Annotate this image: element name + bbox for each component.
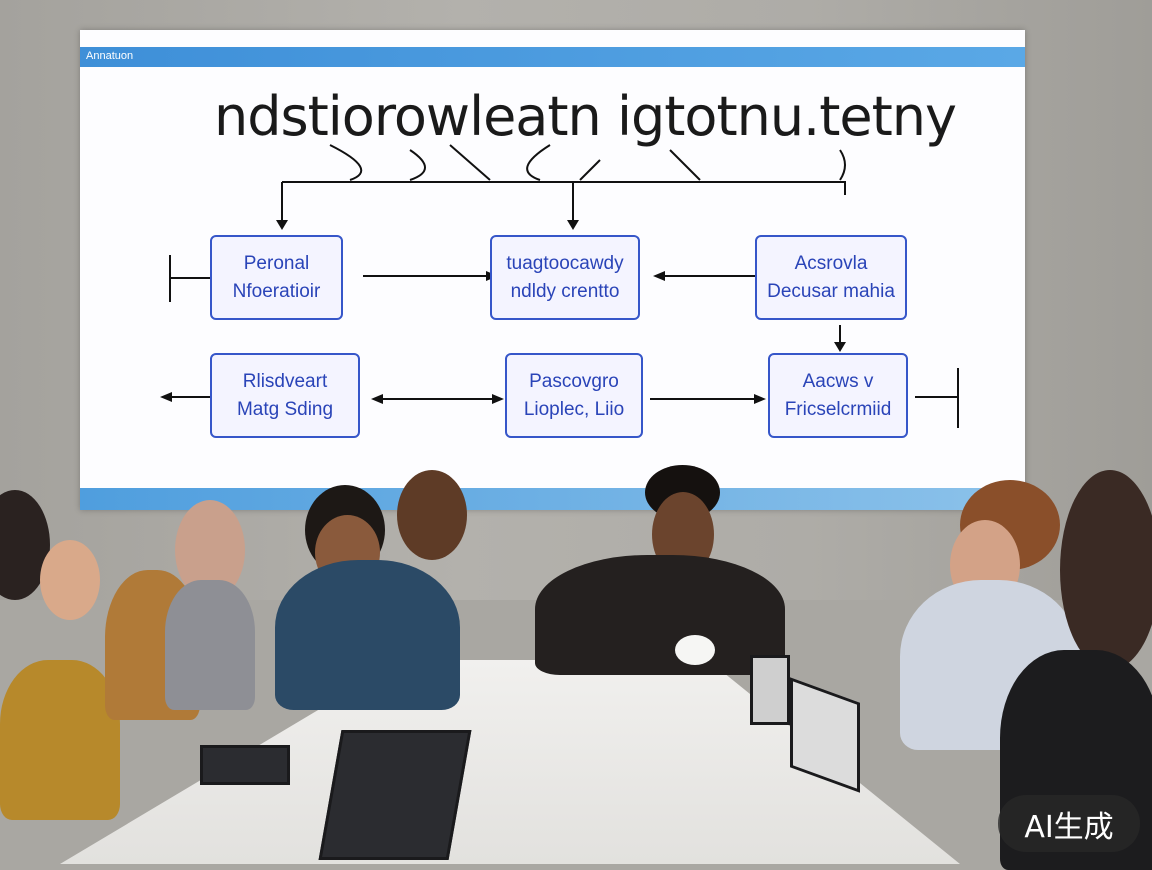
box-line: ndldy crentto	[510, 280, 620, 302]
diagram-connectors	[160, 144, 959, 428]
person-center-black-shirt	[535, 555, 785, 675]
box-line: Lioplec, Liio	[523, 398, 625, 420]
person-blue-sweater	[275, 560, 460, 710]
ai-generated-watermark: AI生成	[998, 795, 1140, 852]
diagram-box-6: Aacws v Fricselcrmiid	[768, 353, 908, 438]
laptop	[318, 730, 472, 860]
box-line: Matg Sding	[236, 398, 334, 420]
diagram-box-2: tuagtoocawdy ndldy crentto	[490, 235, 640, 320]
slide-header-label: Annatuon	[86, 50, 134, 62]
slide-header-bar: Annatuon	[80, 47, 1025, 67]
box-line: Acsrovla	[794, 252, 868, 274]
box-line: Aacws v	[802, 370, 874, 392]
box-line: tuagtoocawdy	[506, 252, 624, 274]
box-line: Decusar mahia	[767, 280, 895, 302]
person-hair	[1060, 470, 1152, 670]
laptop	[750, 655, 790, 725]
person-left-yellow	[0, 660, 120, 820]
box-line: Nfoeratioir	[232, 280, 321, 302]
coffee-cup	[675, 635, 715, 665]
person-glasses	[397, 470, 467, 560]
box-line: Peronal	[243, 252, 310, 274]
box-line: Rlisdveart	[242, 370, 328, 392]
laptop	[200, 745, 290, 785]
laptop	[790, 677, 860, 793]
box-line: Fricselcrmiid	[784, 398, 892, 420]
meeting-people	[0, 465, 1152, 870]
slide-title: ndstiorowleatn igtotnu.tetny	[214, 85, 957, 148]
projection-screen: Annatuon ndstiorowleatn igtotnu.tetny Pe…	[80, 30, 1025, 510]
person-face	[40, 540, 100, 620]
box-line: Pascovgro	[529, 370, 619, 392]
person-body	[165, 580, 255, 710]
